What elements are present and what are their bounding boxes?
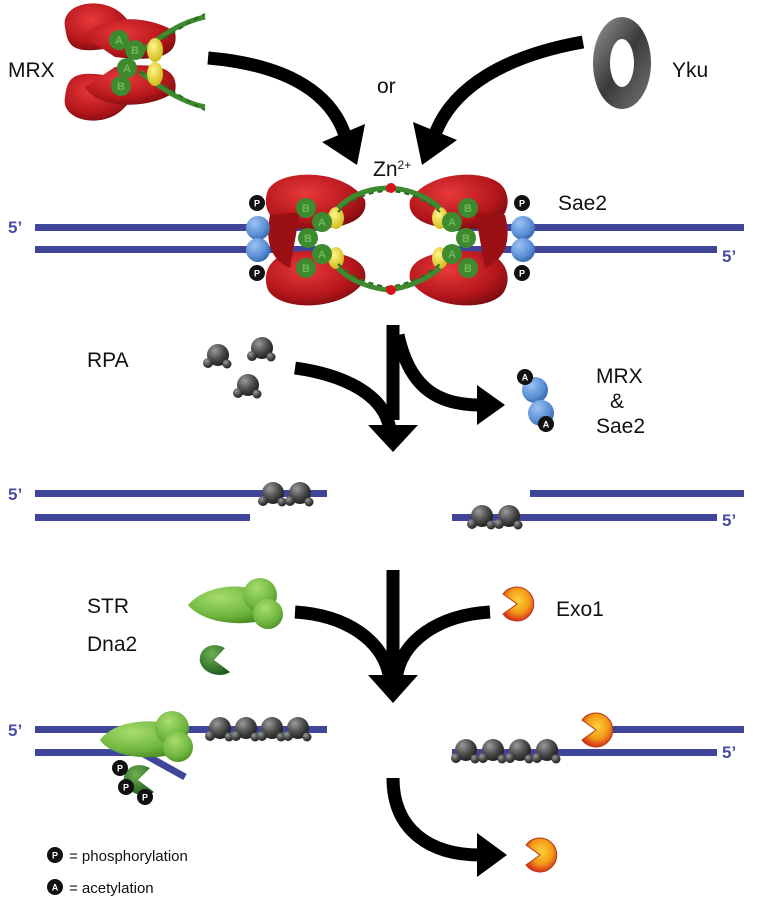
exo1-label: Exo1 <box>556 598 604 621</box>
svg-text:P: P <box>142 793 148 803</box>
svg-text:P: P <box>52 851 58 861</box>
subunit-b-label: B <box>304 233 312 245</box>
arrow-rpa-loading <box>294 361 397 432</box>
yku-label: Yku <box>672 59 708 82</box>
dna2-enzyme <box>199 645 230 675</box>
subunit-b-label: B <box>464 203 472 215</box>
rpa-free <box>203 337 276 399</box>
svg-text:A: A <box>543 420 550 430</box>
arrow-exo1-release <box>386 777 507 877</box>
mrx-label: MRX <box>8 59 55 82</box>
subunit-b-label: B <box>302 203 310 215</box>
five-prime-label: 5’ <box>722 247 736 266</box>
acetylation-badge: A <box>538 416 554 432</box>
subunit-b-label: B <box>302 263 310 275</box>
five-prime-label: 5’ <box>8 721 22 740</box>
exo1-on-dna <box>581 712 614 748</box>
rpa-label: RPA <box>87 349 129 372</box>
sae2-label: Sae2 <box>558 192 607 215</box>
zinc-hook-bottom <box>386 285 396 295</box>
or-label: or <box>377 75 396 98</box>
subunit-a-label: A <box>318 249 326 261</box>
legend-acetylation: A = acetylation <box>47 879 154 897</box>
svg-text:P: P <box>254 269 260 279</box>
svg-text:P: P <box>117 764 123 774</box>
phosphorylation-badge: P <box>249 195 265 211</box>
subunit-a-label: A <box>123 63 131 75</box>
five-prime-label: 5’ <box>8 485 22 504</box>
phosphorylation-badge: P <box>118 779 134 795</box>
svg-text:P: P <box>254 199 260 209</box>
subunit-a-label: A <box>115 35 123 47</box>
legend-acetylation-text: = acetylation <box>69 880 154 897</box>
phosphorylation-badge: P <box>514 265 530 281</box>
phosphorylation-badge: P <box>514 195 530 211</box>
legend-phosphorylation: P = phosphorylation <box>47 847 188 865</box>
mrx-complex-right: B A B A B <box>409 174 508 306</box>
subunit-b-label: B <box>131 45 139 57</box>
five-prime-label: 5’ <box>722 511 736 530</box>
mrx-complex-left: B A B A B <box>265 174 366 306</box>
phosphorylation-badge: P <box>112 760 128 776</box>
phosphorylation-badge: P <box>249 265 265 281</box>
release-label-line2: & <box>610 390 624 413</box>
phosphorylation-badge: P <box>137 789 153 805</box>
legend-phosphorylation-text: = phosphorylation <box>69 848 188 865</box>
five-prime-label: 5’ <box>722 743 736 762</box>
subunit-b-label: B <box>464 263 472 275</box>
arrow-yku-to-dsb <box>413 35 585 165</box>
svg-text:P: P <box>519 199 525 209</box>
five-prime-label: 5’ <box>8 218 22 237</box>
str-label: STR <box>87 595 129 618</box>
subunit-a-label: A <box>448 217 456 229</box>
subunit-a-label: A <box>318 217 326 229</box>
mrx-complex-free: A B A B <box>64 3 206 121</box>
svg-text:A: A <box>52 883 59 893</box>
arrow-mrx-release <box>368 325 505 452</box>
str-on-dna <box>100 711 193 762</box>
subunit-b-label: B <box>117 81 125 93</box>
dna2-label: Dna2 <box>87 633 137 656</box>
sae2-left <box>246 216 270 262</box>
release-label-line3: Sae2 <box>596 415 645 438</box>
arrow-mrx-to-dsb <box>207 51 365 165</box>
svg-text:A: A <box>522 373 529 383</box>
yku-ring <box>593 17 651 109</box>
exo1-released <box>525 837 558 873</box>
acetylation-badge: A <box>517 369 533 385</box>
arrow-long-range <box>294 570 491 703</box>
dsb-dna-ends <box>35 224 744 253</box>
sae2-right <box>511 216 535 262</box>
resected-dna-short <box>35 490 744 521</box>
exo1-enzyme <box>502 586 535 622</box>
zinc-label: Zn2+ <box>373 158 411 181</box>
release-label-line1: MRX <box>596 365 643 388</box>
subunit-a-label: A <box>448 249 456 261</box>
str-complex <box>188 578 283 629</box>
subunit-b-label: B <box>462 233 470 245</box>
svg-text:P: P <box>519 269 525 279</box>
svg-text:P: P <box>123 783 129 793</box>
zinc-hook-top <box>386 183 396 193</box>
